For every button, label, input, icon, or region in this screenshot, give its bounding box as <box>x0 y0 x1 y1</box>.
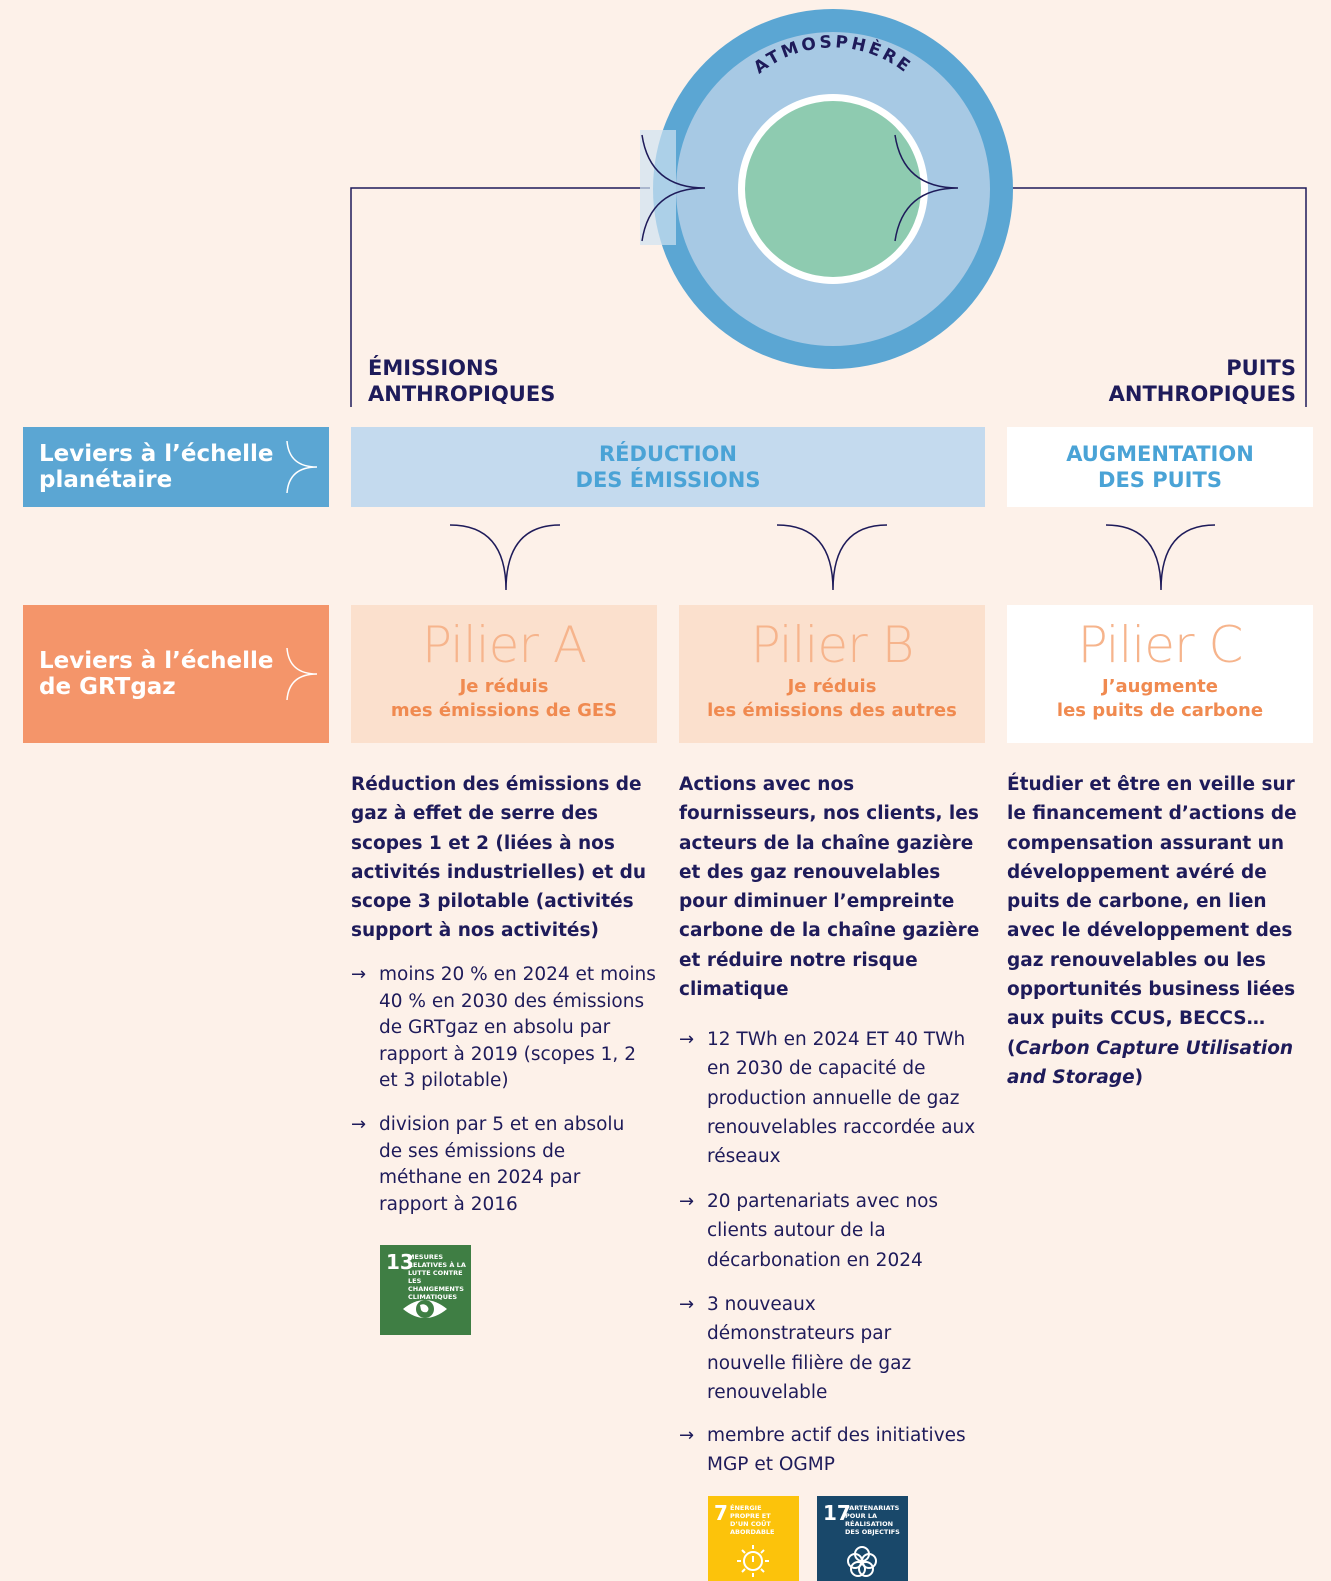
pillar-b-description: Actions avec nos fournisseurs, nos clien… <box>679 774 980 1001</box>
flow-lines <box>350 187 1307 407</box>
pillar-a-card: Pilier A Je réduis mes émissions de GES <box>351 605 657 743</box>
pillar-b-bullet-4: → membre actif des initiatives MGP et OG… <box>679 1421 979 1480</box>
emissions-arrowhead <box>641 134 706 242</box>
emissions-flow-line <box>350 187 650 407</box>
chevron-right-icon <box>286 647 318 701</box>
pillar-c-subtitle: J’augmente les puits de carbone <box>1056 676 1264 721</box>
sdg-7-badge: 7 ÉNERGIE PROPRE ET D’UN COÛT ABORDABLE <box>708 1496 799 1581</box>
bullet-text: moins 20 % en 2024 et moins 40 % en 2030… <box>379 964 656 1091</box>
eye-globe-icon <box>403 1300 447 1318</box>
bullet-text: 20 partenariats avec nos clients autour … <box>707 1191 939 1271</box>
bullet-text: 12 TWh en 2024 ET 40 TWh en 2030 de capa… <box>707 1029 976 1168</box>
bullet-text: membre actif des initiatives MGP et OGMP <box>707 1425 966 1476</box>
sdg-17-text: PARTENARIATS POUR LA RÉALISATION DES OBJ… <box>845 1504 900 1536</box>
emissions-label: ÉMISSIONS ANTHROPIQUES <box>368 356 556 406</box>
arrow-right-icon: → <box>679 1425 695 1446</box>
pillar-b-bullet-2: → 20 partenariats avec nos clients autou… <box>679 1187 979 1275</box>
sdg-7-text: ÉNERGIE PROPRE ET D’UN COÛT ABORDABLE <box>730 1504 775 1536</box>
sinks-arrowhead <box>894 134 959 242</box>
sdg-17-number: 17 <box>823 1501 851 1525</box>
flower-rings-icon <box>847 1546 877 1577</box>
bullet-text: division par 5 et en absolu de ses émiss… <box>379 1114 625 1215</box>
pillar-a-title: Pilier A <box>421 616 587 674</box>
arrow-right-icon: → <box>679 1294 695 1315</box>
pillar-a-bullet-1: → moins 20 % en 2024 et moins 40 % en 20… <box>351 962 656 1095</box>
category-reduction: RÉDUCTION DES ÉMISSIONS <box>351 427 985 507</box>
lever-grtgaz-label: Leviers à l’échelle de GRTgaz <box>39 648 274 700</box>
pillar-b-card: Pilier B Je réduis les émissions des aut… <box>679 605 985 743</box>
atmosphere-core <box>745 101 921 277</box>
pillar-b-subtitle: Je réduis les émissions des autres <box>707 676 957 721</box>
lever-planetary: Leviers à l’échelle planétaire <box>23 427 329 507</box>
pillar-c-description-italic: Carbon Capture Utilisation and Storage <box>1007 1037 1294 1088</box>
category-increase: AUGMENTATION DES PUITS <box>1007 427 1313 507</box>
pillar-c-card: Pilier C J’augmente les puits de carbone <box>1007 605 1313 743</box>
arrow-right-icon: → <box>351 964 367 985</box>
arrow-right-icon: → <box>679 1029 695 1050</box>
pillar-a-subtitle: Je réduis mes émissions de GES <box>390 676 618 721</box>
pillar-c-description-text: Étudier et être en veille sur le finance… <box>1007 774 1297 1030</box>
sun-power-icon <box>737 1545 769 1577</box>
chevron-pillar-b <box>776 524 888 591</box>
sdg-7-number: 7 <box>714 1501 728 1525</box>
chevron-pillar-a <box>449 524 561 591</box>
sinks-label: PUITS ANTHROPIQUES <box>1108 356 1296 406</box>
arrow-right-icon: → <box>679 1191 695 1212</box>
chevron-pillar-c <box>1105 524 1216 591</box>
pillar-c-paren-close: ) <box>1134 1066 1144 1088</box>
pillar-b-bullet-1: → 12 TWh en 2024 ET 40 TWh en 2030 de ca… <box>679 1025 984 1171</box>
arrow-right-icon: → <box>351 1114 367 1135</box>
connector-chevrons <box>449 524 1216 591</box>
pillar-c-paren-open: ( <box>1007 1037 1016 1059</box>
pillar-a-description: Réduction des émissions de gaz à effet d… <box>351 774 647 942</box>
chevron-right-icon <box>286 440 318 494</box>
pillar-b-title: Pilier B <box>750 616 915 674</box>
sinks-flow-line <box>950 187 1307 407</box>
lever-planetary-label: Leviers à l’échelle planétaire <box>39 441 274 493</box>
pillar-c-description: Étudier et être en veille sur le finance… <box>1007 770 1307 1092</box>
bullet-text: 3 nouveaux démonstrateurs par nouvelle f… <box>707 1294 912 1403</box>
pillar-c-title: Pilier C <box>1077 616 1244 674</box>
sdg-17-badge: 17 PARTENARIATS POUR LA RÉALISATION DES … <box>817 1496 908 1581</box>
sdg-13-number: 13 <box>386 1250 414 1274</box>
pillar-a-bullet-2: → division par 5 et en absolu de ses émi… <box>351 1112 641 1218</box>
flow-arrowheads <box>641 134 959 242</box>
sdg-13-text: MESURES RELATIVES À LA LUTTE CONTRE LES … <box>408 1253 466 1301</box>
sdg-13-badge: 13 MESURES RELATIVES À LA LUTTE CONTRE L… <box>380 1245 471 1335</box>
pillar-b-bullet-3: → 3 nouveaux démonstrateurs par nouvelle… <box>679 1290 959 1407</box>
lever-grtgaz: Leviers à l’échelle de GRTgaz <box>23 605 329 743</box>
